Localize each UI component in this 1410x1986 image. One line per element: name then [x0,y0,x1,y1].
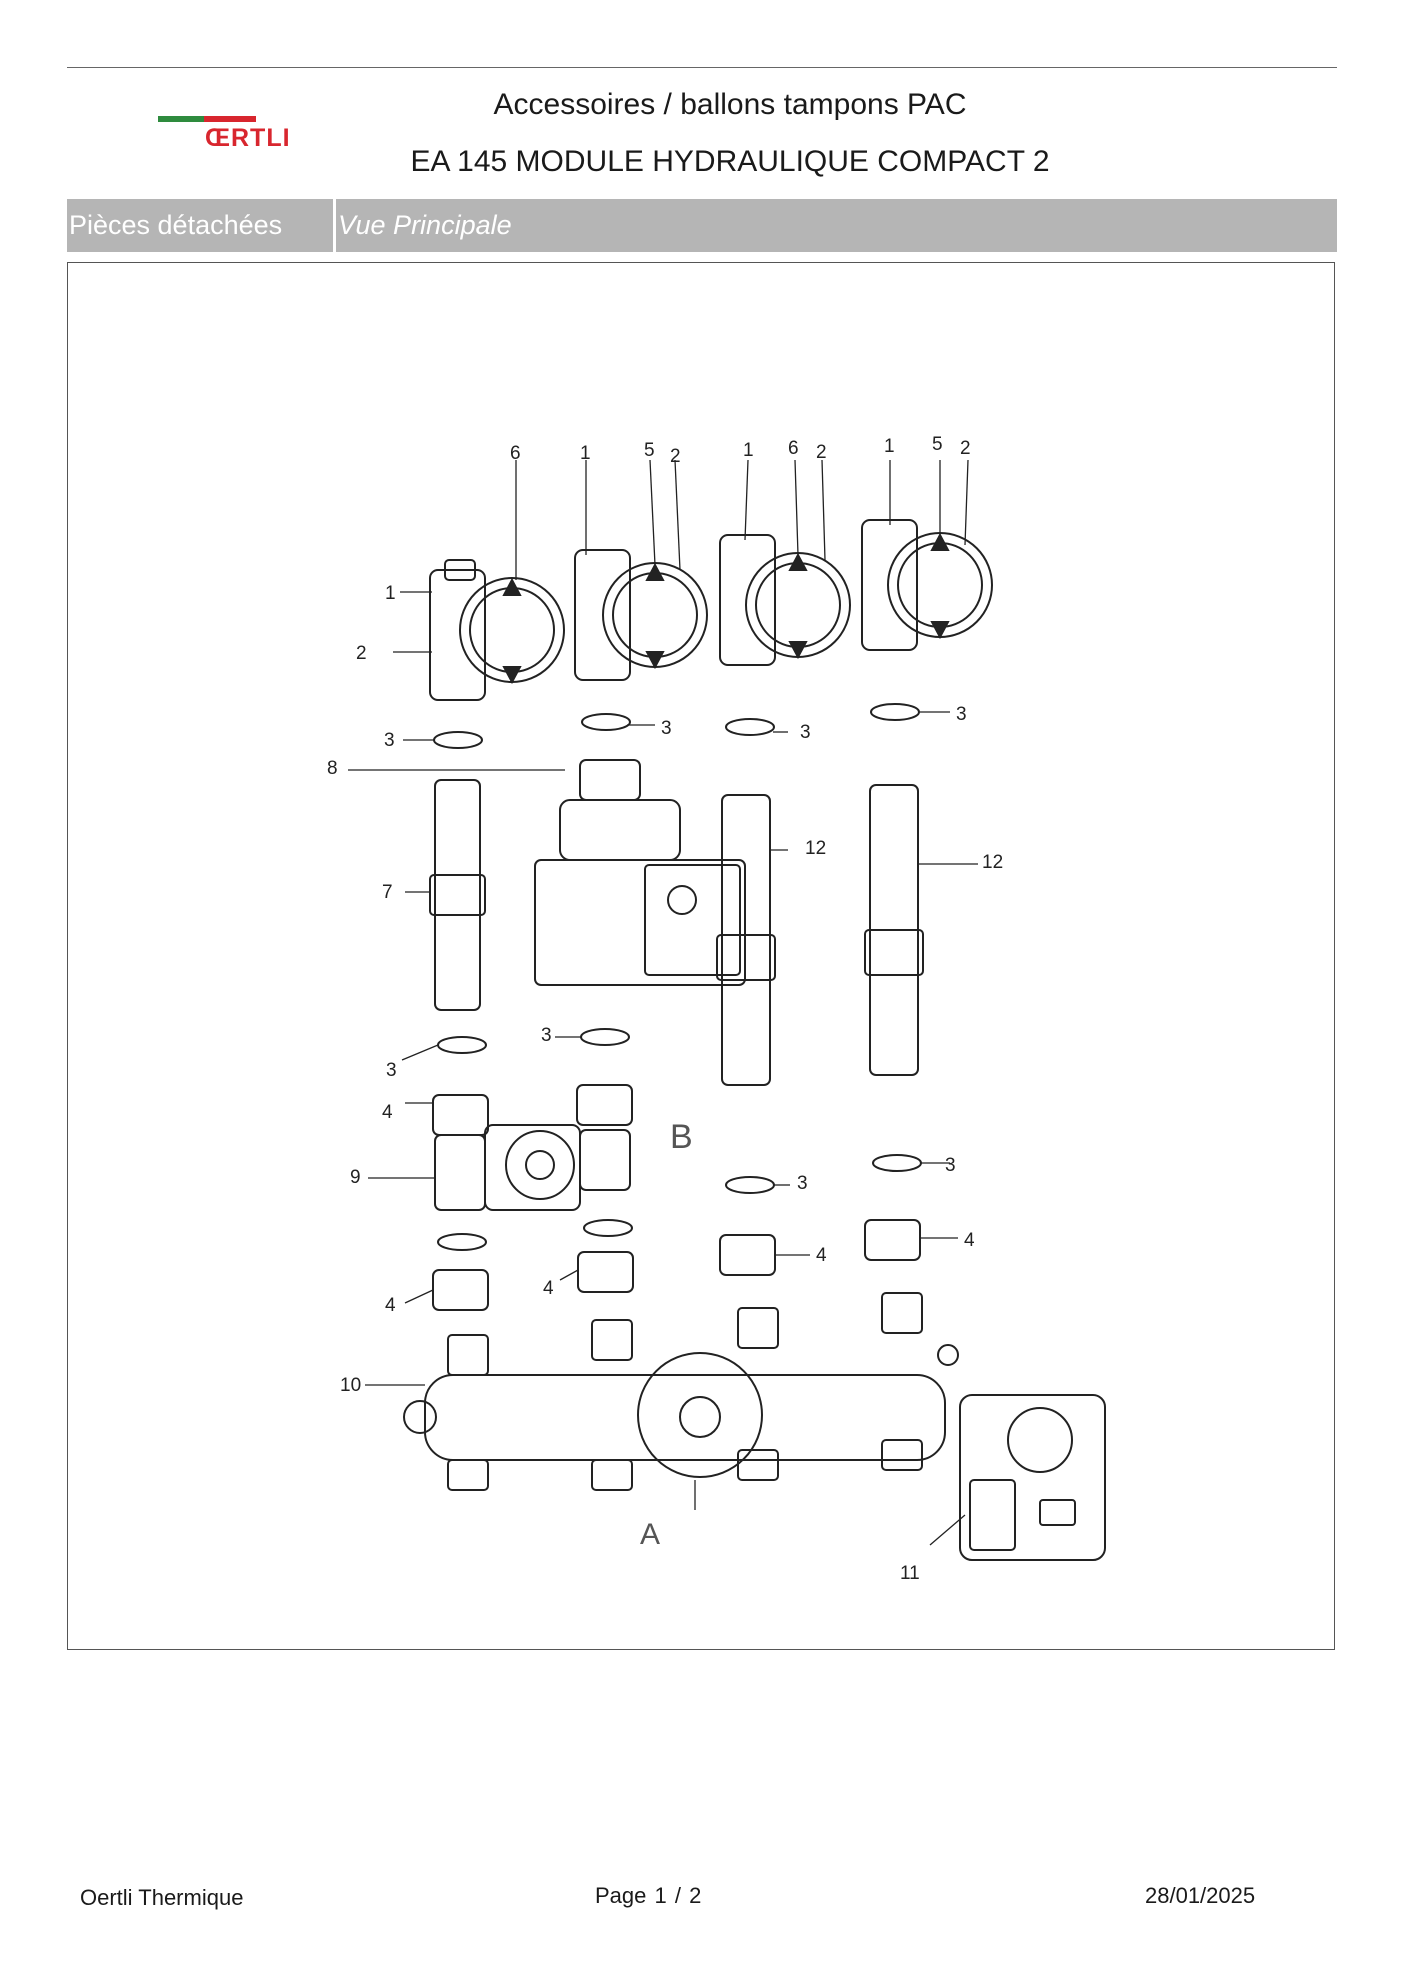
pipe-12-right [864,784,924,1076]
callout-8: 8 [327,758,338,779]
callout-3c: 3 [800,722,811,743]
callout-6b: 6 [788,438,799,459]
valve-2 [574,549,708,681]
footer-date: 28/01/2025 [1145,1883,1256,1908]
callout-5b: 5 [932,434,943,455]
section-label-main-view: Vue Principale [338,210,512,240]
footer-page-number: Page 1 / 2 [595,1883,702,1908]
logo-text: ŒRTLI [205,124,291,152]
nuts-4 [432,1084,921,1311]
callout-3g: 3 [797,1173,808,1194]
callout-1b: 1 [743,440,754,461]
callout-6: 6 [510,443,521,464]
footer-company: Oertli Thermique [80,1885,244,1910]
callout-1c: 1 [884,436,895,457]
valve-3 [719,534,851,666]
callout-4c: 4 [964,1230,975,1251]
valve-4 [861,519,993,651]
callout-5: 5 [644,440,655,461]
detail-marker-a: A [640,1518,661,1551]
callout-2: 2 [670,446,681,467]
callout-2d: 2 [356,643,367,664]
leader-lines [348,459,978,1546]
exploded-view-drawing [348,459,1106,1561]
logo-red-bar [204,116,256,122]
callout-3d: 3 [956,704,967,725]
mixing-valve-9 [434,1124,631,1211]
callout-3h: 3 [945,1155,956,1176]
section-divider [333,199,336,252]
section-label-spare-parts: Pièces détachées [67,199,333,252]
circulator-pump-8 [534,759,746,986]
callout-3b: 3 [661,718,672,739]
callout-12a: 12 [805,838,827,859]
gaskets-row-2 [437,1028,922,1251]
logo-green-bar [158,116,204,122]
callout-3a: 3 [384,730,395,751]
pipe-7 [429,779,486,1011]
collector-10 [403,1292,959,1491]
callout-4a: 4 [382,1102,393,1123]
callout-7: 7 [382,882,393,903]
callout-4e: 4 [543,1278,554,1299]
callout-4d: 4 [385,1295,396,1316]
callout-4b: 4 [816,1245,827,1266]
callout-3e: 3 [541,1025,552,1046]
callout-2b: 2 [816,442,827,463]
callout-9: 9 [350,1167,361,1188]
document-category-title: Accessoires / ballons tampons PAC [493,88,967,121]
callout-3f: 3 [386,1060,397,1081]
detail-marker-b: B [670,1118,693,1156]
callout-10: 10 [340,1375,362,1396]
valve-1 [429,559,565,701]
exploded-view-frame [67,262,1335,1650]
document-product-title: EA 145 MODULE HYDRAULIQUE COMPACT 2 [410,145,1050,178]
callout-2c: 2 [960,438,971,459]
header-rule [67,67,1337,68]
callout-1d: 1 [385,583,396,604]
oertli-logo: ŒRTLI [158,112,308,152]
pipe-12-left [716,794,776,1086]
callout-11: 11 [900,1563,920,1584]
callout-12b: 12 [982,852,1004,873]
actuator-11 [959,1394,1106,1561]
gaskets-row-1 [433,703,920,749]
callout-1: 1 [580,443,591,464]
